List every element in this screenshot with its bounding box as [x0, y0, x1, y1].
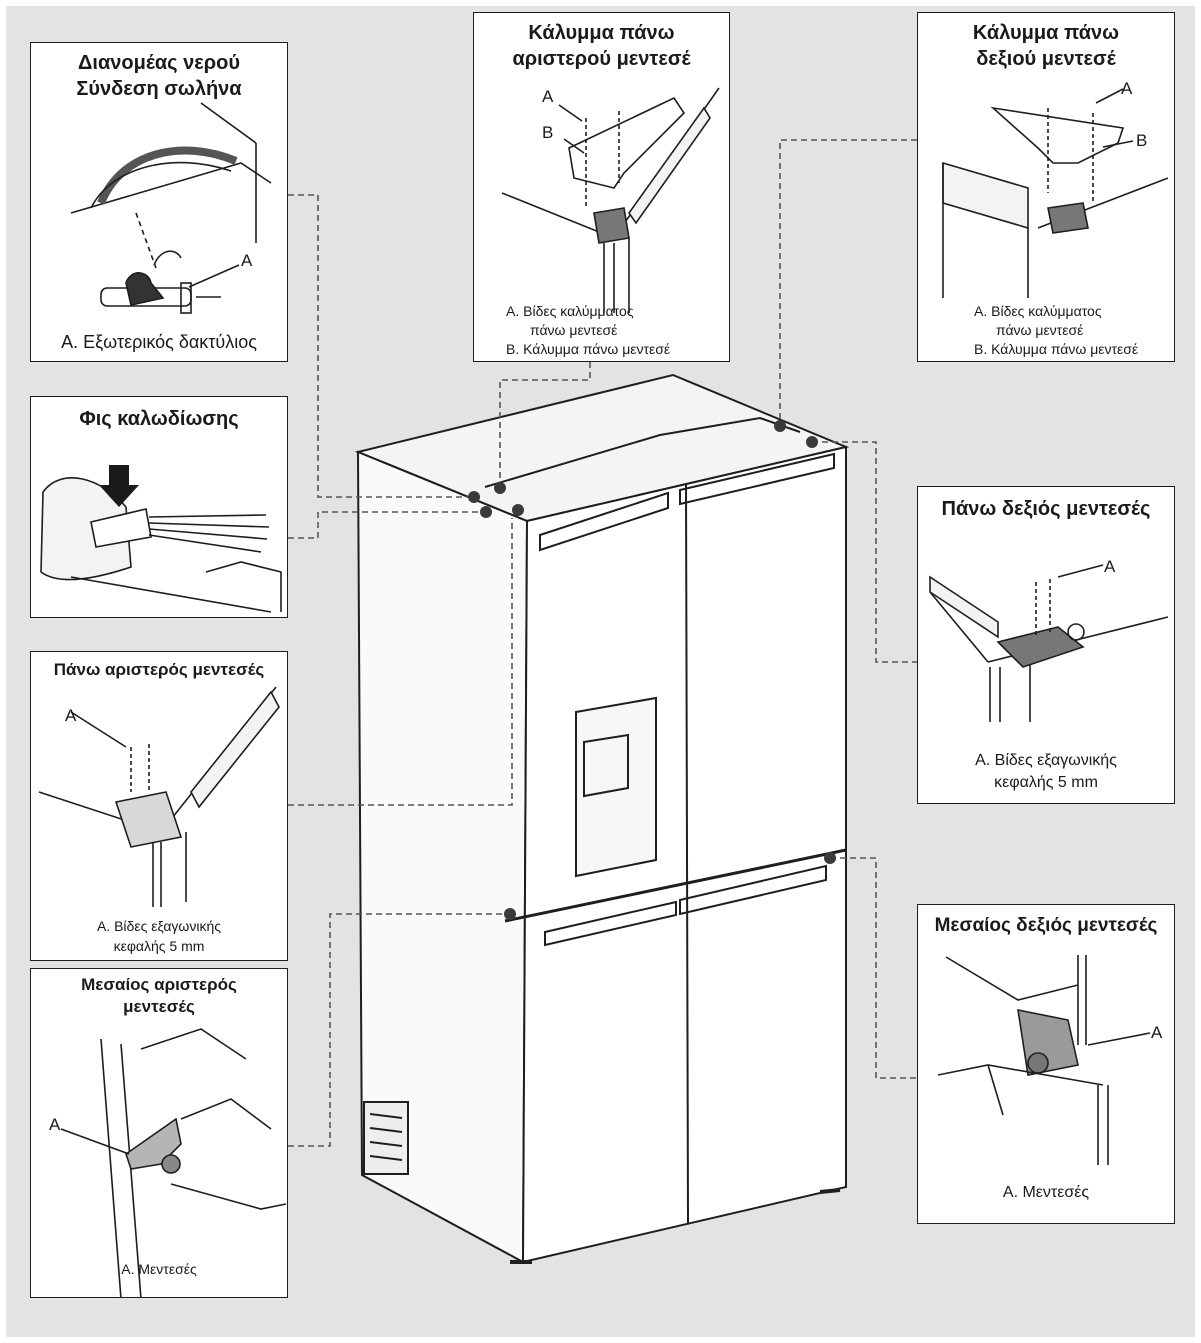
- title: Φις καλωδίωσης: [79, 408, 239, 430]
- panel-wire-plug: Φις καλωδίωσης: [30, 396, 288, 618]
- caption-line-2: κεφαλής 5 mm: [113, 938, 205, 954]
- panel-middle-left-hinge: Μεσαίος αριστερός μεντεσές A A. Μεντεσές: [30, 968, 288, 1298]
- label-a: A: [241, 251, 253, 270]
- label-b: B: [1136, 131, 1148, 150]
- caption: A. Μεντεσές: [121, 1261, 197, 1277]
- middle-left-hinge-illustration: [60, 1028, 287, 1297]
- panel-middle-right-hinge: Μεσαίος δεξιός μεντεσές A A. Μεντεσές: [917, 904, 1175, 1224]
- caption: A. Μεντεσές: [1002, 1184, 1090, 1201]
- caption-line-2: κεφαλής 5 mm: [994, 774, 1098, 791]
- water-tube-illustration: [70, 102, 272, 314]
- title: Πάνω αριστερός μεντεσές: [53, 660, 265, 679]
- title-line-1: Κάλυμμα πάνω: [528, 22, 675, 44]
- title-line-2: αριστερού μεντεσέ: [512, 48, 691, 70]
- label-a: A: [1104, 557, 1116, 576]
- caption-line-3: B. Κάλυμμα πάνω μεντεσέ: [974, 341, 1139, 357]
- title-line-1: Μεσαίος αριστερός: [81, 975, 237, 994]
- caption-line-2: πάνω μεντεσέ: [530, 322, 618, 338]
- title-line-2: μεντεσές: [123, 997, 195, 1016]
- title-line-2: Σύνδεση σωλήνα: [76, 78, 242, 100]
- title: Πάνω δεξιός μεντεσές: [941, 498, 1151, 520]
- caption-line-1: A. Βίδες εξαγωνικής: [975, 752, 1117, 769]
- caption-line-2: πάνω μεντεσέ: [996, 322, 1084, 338]
- caption: A. Εξωτερικός δακτύλιος: [61, 332, 257, 352]
- label-b: B: [542, 123, 554, 142]
- wire-plug-illustration: [40, 465, 282, 613]
- top-right-hinge-illustration: [929, 564, 1169, 722]
- caption-line-3: B. Κάλυμμα πάνω μεντεσέ: [506, 341, 671, 357]
- label-a: A: [1121, 79, 1133, 98]
- top-left-hinge-illustration: [38, 686, 280, 907]
- caption-line-1: A. Βίδες εξαγωνικής: [96, 918, 222, 934]
- caption-line-1: A. Βίδες καλύμματος: [506, 303, 634, 319]
- caption-line-1: A. Βίδες καλύμματος: [974, 303, 1102, 319]
- top-right-cover-illustration: [942, 88, 1169, 298]
- panel-top-left-cover: Κάλυμμα πάνω αριστερού μεντεσέ A B A. Βί…: [473, 12, 730, 362]
- middle-right-hinge-illustration: [937, 955, 1151, 1165]
- title: Μεσαίος δεξιός μεντεσές: [934, 915, 1158, 936]
- title-line-1: Κάλυμμα πάνω: [972, 22, 1120, 44]
- title-line-2: δεξιού μεντεσέ: [976, 48, 1116, 70]
- panel-top-right-hinge: Πάνω δεξιός μεντεσές A A. Βίδες εξαγωνικ…: [917, 486, 1175, 804]
- top-left-cover-illustration: [501, 87, 720, 313]
- title-line-1: Διανομέας νερού: [78, 52, 240, 74]
- panel-top-left-hinge: Πάνω αριστερός μεντεσές A A. Βίδες εξαγω…: [30, 651, 288, 961]
- label-a: A: [542, 87, 554, 106]
- panel-water-dispenser: Διανομέας νερού Σύνδεση σωλήνα A A. Εξωτ…: [30, 42, 288, 362]
- panel-top-right-cover: Κάλυμμα πάνω δεξιού μεντεσέ A B A. Βίδες…: [917, 12, 1175, 362]
- label-a: A: [65, 706, 77, 725]
- label-a: A: [1151, 1023, 1163, 1042]
- label-a: A: [49, 1115, 61, 1134]
